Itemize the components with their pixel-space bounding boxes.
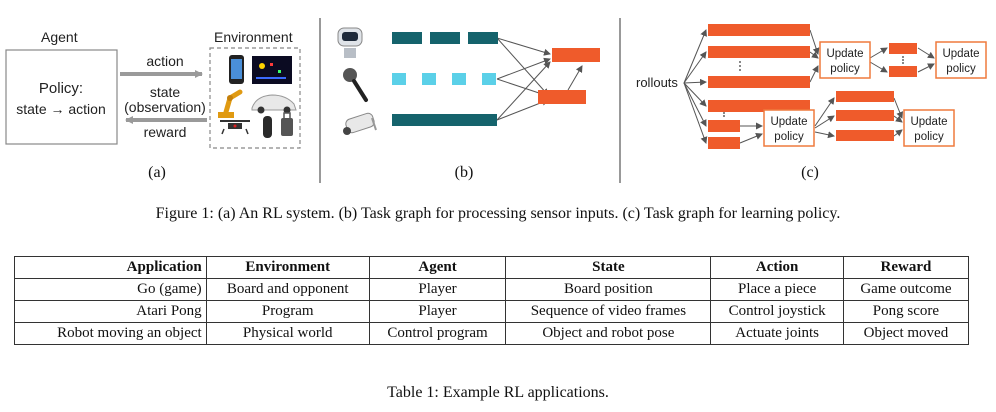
svg-text:policy: policy — [830, 63, 860, 75]
table-cell: Sequence of video frames — [505, 300, 712, 323]
table-cell: Object moved — [842, 322, 970, 345]
policy-line1: Policy: — [39, 80, 83, 97]
header-state: State — [505, 256, 712, 279]
policy-line2: state → action — [16, 101, 106, 117]
panel-a: Agent Policy: state → action Environment — [5, 29, 301, 181]
table-cell: Control program — [368, 322, 507, 345]
panel-b-outputs — [538, 48, 600, 104]
update-policy-box-3: Update policy — [763, 109, 815, 147]
panel-a-caption: (a) — [148, 164, 166, 181]
rl-applications-table: Application Environment Agent State Acti… — [14, 256, 970, 345]
microphone-icon — [343, 68, 368, 102]
svg-text:policy: policy — [914, 131, 944, 143]
panel-c: rollouts — [636, 24, 987, 181]
header-environment: Environment — [205, 256, 370, 279]
panel-b: (b) — [337, 27, 600, 181]
table-row: Atari Pong Program Player Sequence of vi… — [14, 300, 970, 323]
state-label: state — [150, 84, 181, 100]
table-cell: Pong score — [842, 300, 970, 323]
svg-text:policy: policy — [946, 63, 976, 75]
figure-caption: Figure 1: (a) An RL system. (b) Task gra… — [155, 205, 841, 222]
table-cell: Player — [368, 278, 507, 301]
table-cell: Program — [205, 300, 370, 323]
observation-label: (observation) — [124, 99, 206, 115]
svg-text:policy: policy — [774, 131, 804, 143]
table-cell: Board and opponent — [205, 278, 370, 301]
security-camera-icon — [343, 112, 377, 135]
lock-icon — [281, 112, 293, 136]
policy-box — [5, 49, 118, 145]
drone-icon — [220, 120, 250, 135]
header-application: Application — [14, 256, 207, 279]
header-action: Action — [710, 256, 844, 279]
table-cell: Board position — [505, 278, 712, 301]
table-cell: Physical world — [205, 322, 370, 345]
cyan-row — [392, 73, 496, 85]
panel-b-edges — [496, 37, 583, 121]
table-row: Go (game) Board and opponent Player Boar… — [14, 278, 970, 301]
table-cell: Go (game) — [14, 278, 207, 301]
robot-arm-icon — [218, 89, 243, 118]
rollout-bars — [708, 24, 917, 149]
car-icon — [251, 94, 297, 114]
table-cell: Place a piece — [710, 278, 844, 301]
table-row: Robot moving an object Physical world Co… — [14, 322, 970, 345]
phone-icon — [229, 55, 244, 84]
table-cell: Actuate joints — [710, 322, 844, 345]
rollouts-label: rollouts — [636, 75, 678, 90]
reward-label: reward — [144, 124, 187, 140]
update-policy-box-4: Update policy — [903, 109, 955, 147]
panel-c-caption: (c) — [801, 164, 819, 181]
agent-label: Agent — [41, 29, 78, 45]
table-cell: Control joystick — [710, 300, 844, 323]
svg-text:Update: Update — [770, 116, 807, 128]
teal-long-row — [392, 114, 497, 126]
svg-text:Update: Update — [942, 48, 979, 60]
table-cell: Player — [368, 300, 507, 323]
update-policy-box-2: Update policy — [935, 41, 987, 79]
panel-c-edges — [683, 29, 935, 144]
ellipsis-dots — [723, 56, 904, 117]
rl-figure: Agent Policy: state → action Environment — [5, 18, 987, 183]
table-cell: Robot moving an object — [14, 322, 207, 345]
table-caption: Table 1: Example RL applications. — [387, 384, 609, 401]
environment-label: Environment — [214, 29, 293, 45]
action-label: action — [146, 53, 183, 69]
table-header-row: Application Environment Agent State Acti… — [14, 256, 970, 279]
camera-robot-icon — [337, 27, 363, 58]
header-reward: Reward — [842, 256, 970, 279]
speaker-icon — [263, 116, 272, 138]
svg-text:Update: Update — [910, 116, 947, 128]
table-cell: Object and robot pose — [505, 322, 712, 345]
teal-row — [392, 32, 498, 44]
svg-text:Update: Update — [826, 48, 863, 60]
game-screen-icon — [252, 56, 292, 84]
table-cell: Game outcome — [842, 278, 970, 301]
update-policy-box-1: Update policy — [819, 41, 871, 79]
panel-b-caption: (b) — [455, 164, 474, 181]
header-agent: Agent — [368, 256, 507, 279]
table-cell: Atari Pong — [14, 300, 207, 323]
